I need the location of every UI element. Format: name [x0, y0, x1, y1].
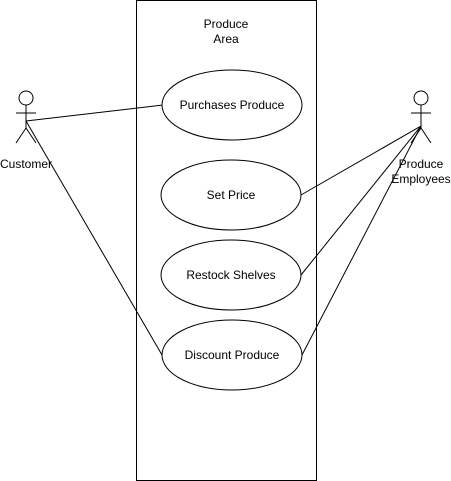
use-case-ellipse [161, 319, 303, 391]
use-case-label: Restock Shelves [186, 268, 275, 282]
use-case-set-price: Set Price [160, 159, 302, 231]
association-employees-discount [301, 125, 422, 356]
association-employees-set-price [300, 125, 422, 196]
actor-head [413, 90, 429, 106]
association-employees-restock [300, 125, 422, 276]
actor-left-leg [410, 127, 422, 144]
use-case-restock-shelves: Restock Shelves [160, 239, 302, 311]
actor-produce-employees [410, 90, 432, 144]
use-case-ellipse [161, 69, 303, 141]
system-title-line2: Area [213, 32, 239, 46]
use-case-label: Discount Produce [185, 348, 280, 362]
use-case-purchases-produce: Purchases Produce [161, 69, 303, 141]
actor-customer [15, 90, 37, 144]
system-title-line1: Produce [204, 17, 249, 31]
use-case-ellipse [160, 239, 302, 311]
use-case-label: Purchases Produce [180, 98, 285, 112]
associations [25, 104, 422, 356]
actor-employees-label-line2: Employees [391, 172, 450, 186]
use-case-ellipse [160, 159, 302, 231]
association-customer-discount [25, 120, 163, 356]
actor-customer-label: Customer [0, 157, 52, 171]
use-case-discount-produce: Discount Produce [161, 319, 303, 391]
actor-right-leg [25, 127, 37, 144]
actor-employees-label-line1: Produce [399, 157, 444, 171]
association-customer-purchases [25, 104, 164, 122]
actor-left-leg [15, 127, 27, 144]
actor-right-leg [420, 127, 432, 144]
actor-head [18, 90, 34, 106]
use-case-label: Set Price [207, 188, 256, 202]
